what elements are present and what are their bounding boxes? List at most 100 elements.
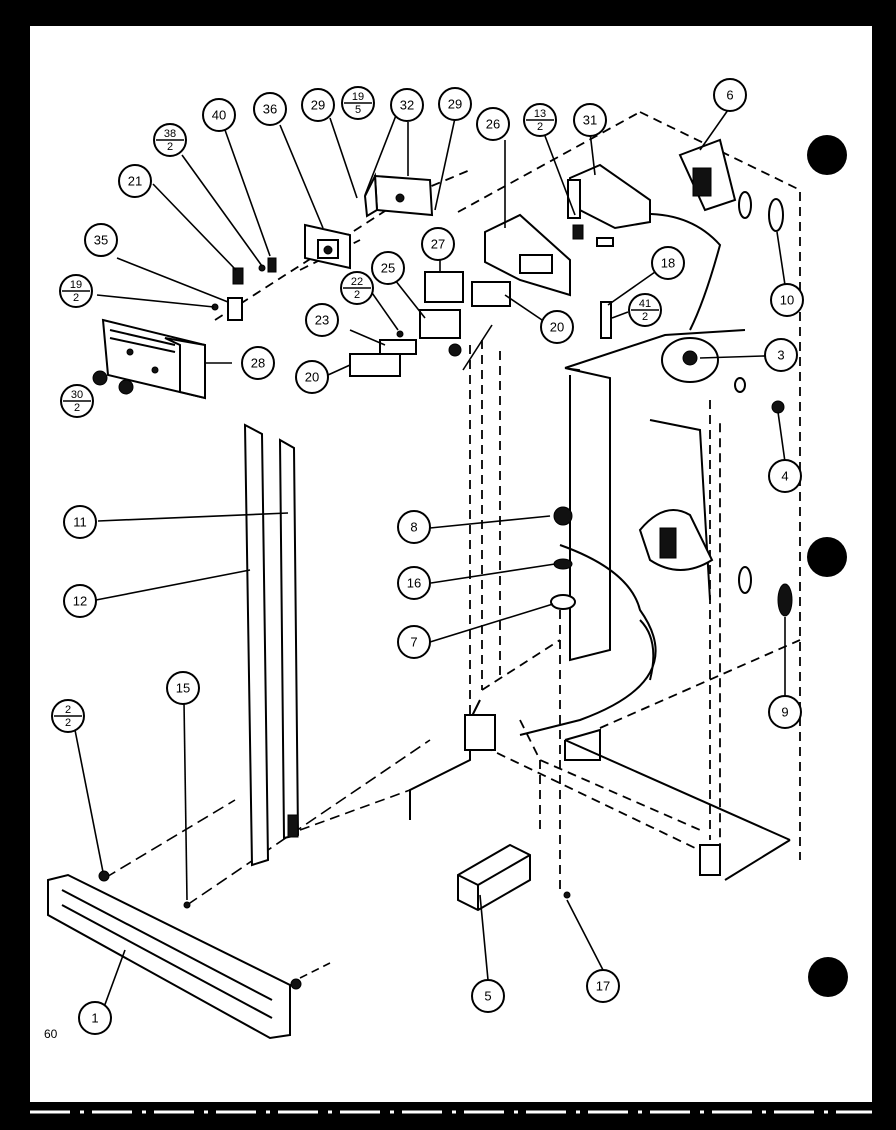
callout-label: 5 [484, 989, 491, 1004]
callout-label: 27 [431, 237, 445, 252]
hinge [464, 714, 496, 751]
callout-label: 10 [780, 293, 794, 308]
callout-label: 31 [583, 113, 597, 128]
callout-c15: 15 [166, 671, 200, 705]
bracket-part-35 [227, 297, 243, 321]
callout-circle [651, 246, 685, 280]
part-18 [600, 301, 612, 339]
callout-c3: 3 [764, 338, 798, 372]
socket-part-10 [768, 198, 784, 232]
callout-c36: 36 [253, 92, 287, 126]
callout-numerator: 19 [352, 91, 364, 103]
switch-part-21 [232, 267, 244, 285]
callout-c11: 11 [63, 505, 97, 539]
callout-c19a: 195 [341, 86, 375, 120]
screw-part-17 [563, 891, 571, 899]
callout-label: 29 [448, 97, 462, 112]
callout-c17: 17 [586, 969, 620, 1003]
binder-hole [808, 957, 848, 997]
callout-label: 26 [486, 117, 500, 132]
callout-c16: 16 [397, 566, 431, 600]
callout-circle [253, 92, 287, 126]
gasket-part-20 [471, 281, 511, 307]
callout-circle [63, 505, 97, 539]
callout-circle [84, 223, 118, 257]
callout-circle [390, 88, 424, 122]
callout-label: 15 [176, 681, 190, 696]
callout-label: 32 [400, 98, 414, 113]
callout-c20b: 20 [540, 310, 574, 344]
screw-part-22 [396, 330, 404, 338]
callout-c6: 6 [713, 78, 747, 112]
callout-c29b: 29 [438, 87, 472, 121]
callout-c38: 382 [153, 123, 187, 157]
callout-c31: 31 [573, 103, 607, 137]
part-3 [682, 350, 698, 366]
callout-label: 11 [73, 515, 87, 530]
lamp-socket [659, 527, 677, 559]
trim-strips-11-12 [243, 423, 300, 867]
hinge [699, 844, 721, 876]
callout-circle [63, 584, 97, 618]
callout-c19b: 192 [59, 274, 93, 308]
callout-numerator: 2 [65, 704, 71, 716]
callout-circle [770, 283, 804, 317]
callout-circle [713, 78, 747, 112]
callout-denominator: 2 [167, 141, 173, 153]
callout-c7: 7 [397, 625, 431, 659]
callout-numerator: 19 [70, 279, 82, 291]
callout-c4: 4 [768, 459, 802, 493]
washer [734, 377, 746, 393]
knob-part-30 [118, 379, 134, 395]
callout-numerator: 38 [164, 128, 176, 140]
callout-circle [438, 87, 472, 121]
callout-c41: 412 [628, 293, 662, 327]
paper-sheet [30, 26, 872, 1102]
callout-denominator: 2 [73, 292, 79, 304]
callout-circle [202, 98, 236, 132]
callout-c40: 40 [202, 98, 236, 132]
callout-numerator: 30 [71, 389, 83, 401]
bracket-part-32 [363, 172, 434, 218]
callout-c2: 22 [51, 699, 85, 733]
callout-circle [768, 459, 802, 493]
callout-label: 23 [315, 313, 329, 328]
callout-label: 6 [726, 88, 733, 103]
callout-c10: 10 [770, 283, 804, 317]
connector [596, 237, 614, 247]
callout-circle [768, 695, 802, 729]
part [448, 343, 462, 357]
bracket-part-31 [567, 163, 651, 230]
callout-c8: 8 [397, 510, 431, 544]
callout-label: 36 [263, 102, 277, 117]
part-25 [419, 309, 461, 339]
callout-circle [78, 1001, 112, 1035]
callout-label: 12 [73, 594, 87, 609]
thermostat-part-36 [304, 223, 351, 270]
part-16 [553, 558, 573, 570]
base-grille-part-1 [47, 873, 291, 1040]
opening [738, 566, 752, 594]
callout-denominator: 2 [354, 289, 360, 301]
callout-label: 1 [91, 1011, 98, 1026]
callout-label: 4 [781, 469, 788, 484]
callout-circle [586, 969, 620, 1003]
callout-c28: 28 [241, 346, 275, 380]
callout-circle [118, 164, 152, 198]
part-23 [379, 339, 417, 355]
callout-circle [764, 338, 798, 372]
callout-label: 25 [381, 261, 395, 276]
gasket-part-20 [349, 353, 401, 377]
screw-part-2 [98, 870, 110, 882]
callout-label: 9 [781, 705, 788, 720]
callout-c27: 27 [421, 227, 455, 261]
callout-c22: 222 [340, 271, 374, 305]
callout-label: 3 [777, 348, 784, 363]
part-8 [553, 506, 573, 526]
callout-numerator: 41 [639, 298, 651, 310]
callout-label: 29 [311, 98, 325, 113]
control-panel-part-28 [101, 318, 206, 400]
callout-label: 8 [410, 520, 417, 535]
callout-c20a: 20 [295, 360, 329, 394]
